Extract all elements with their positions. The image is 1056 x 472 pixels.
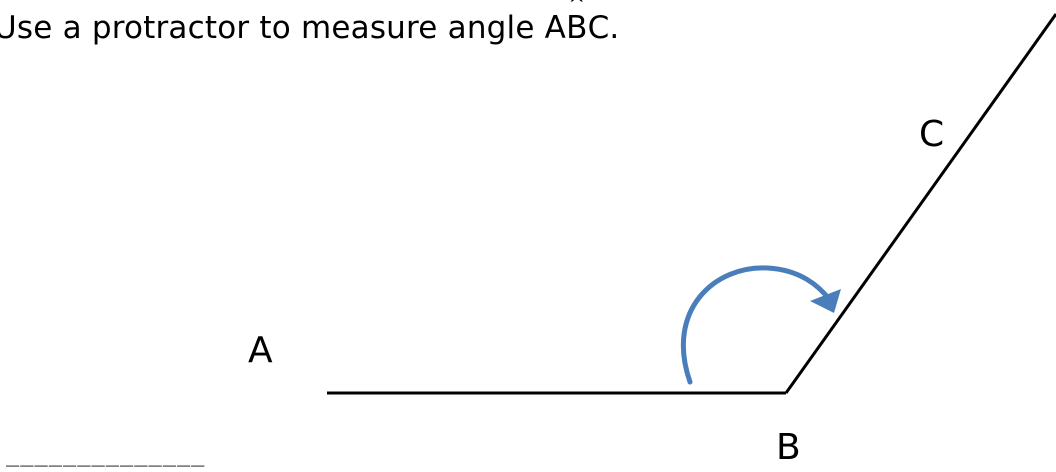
answer-blank[interactable]: ______________ <box>6 442 206 467</box>
angle-vertex-letter: B <box>566 10 587 47</box>
angle-arrow-icon <box>680 265 833 385</box>
point-b-label: B <box>776 427 801 468</box>
instruction-suffix: C. <box>587 10 620 46</box>
instruction-prefix: Use a protractor to measure angle A <box>0 10 567 46</box>
point-c-label: C <box>919 114 944 155</box>
ray-bc <box>784 13 1056 394</box>
point-a-label: A <box>248 330 273 371</box>
arrow-head-icon <box>810 289 841 313</box>
instruction-text: Use a protractor to measure angle ABC. <box>0 10 619 47</box>
